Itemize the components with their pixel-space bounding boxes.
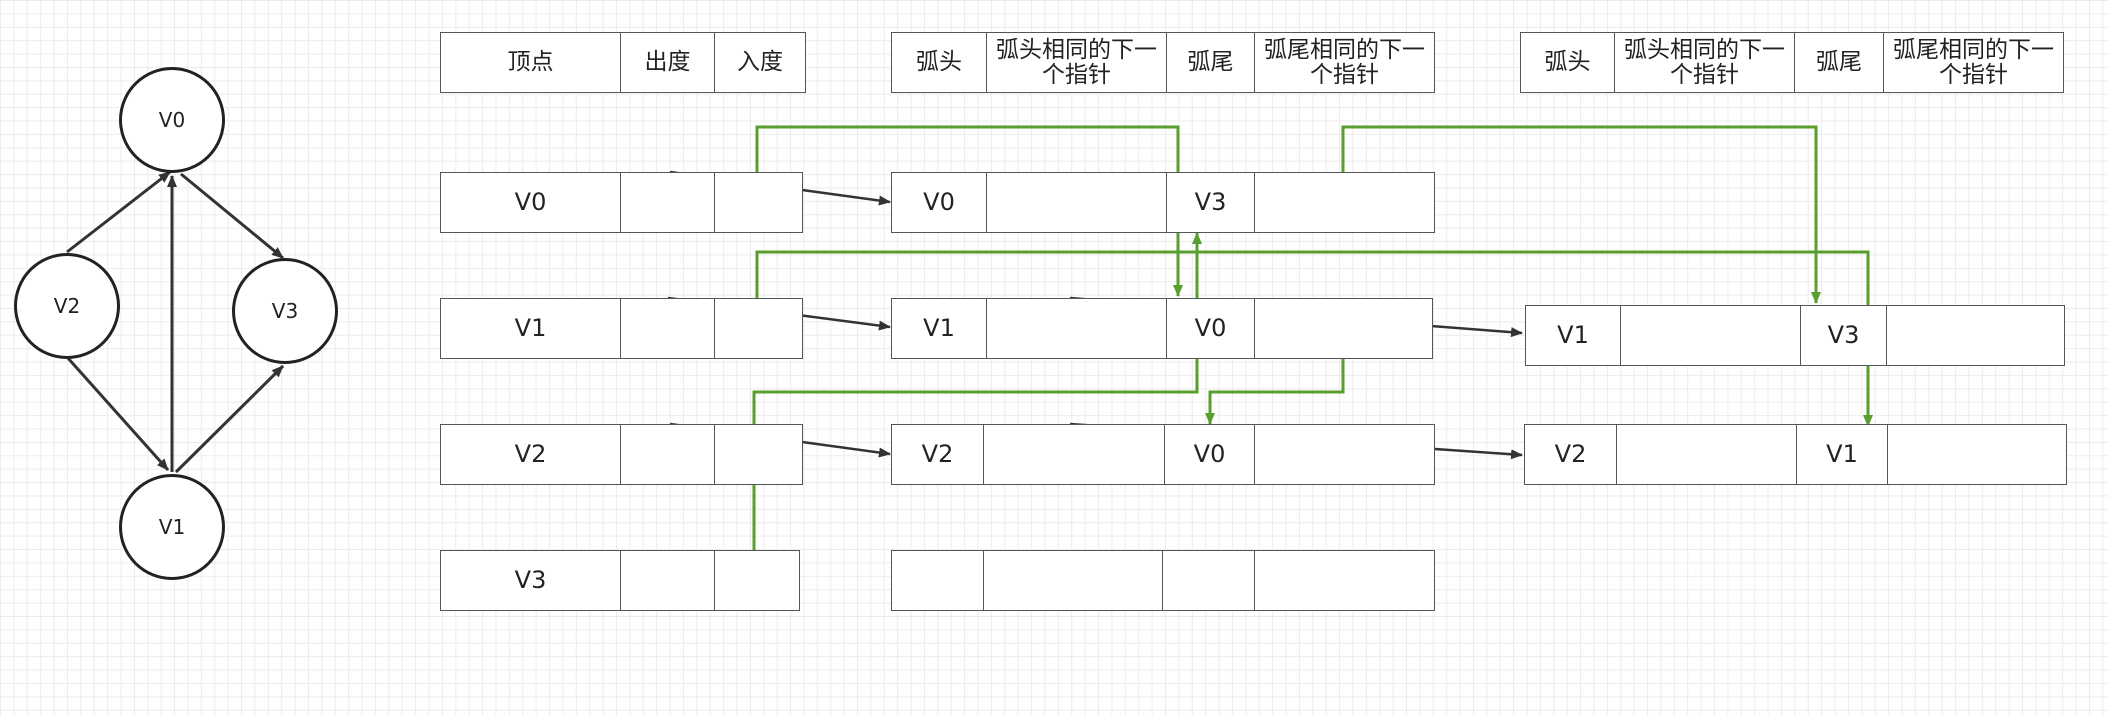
graph-node-v1: V1	[119, 474, 225, 580]
arc2-row0-tail-next	[1886, 305, 2065, 366]
vertex-header-outdegree: 出度	[620, 32, 715, 93]
vertex-row-v2-name: V2	[440, 424, 621, 485]
graph-node-label: V0	[158, 108, 186, 132]
arc2-row1-head-next	[1616, 424, 1797, 485]
vertex-header-vertex: 顶点	[440, 32, 621, 93]
arc1-row3-tail-next	[1254, 550, 1435, 611]
vertex-row-v2-out	[620, 424, 715, 485]
graph-node-v3: V3	[232, 258, 338, 364]
arc2-header-head: 弧头	[1520, 32, 1615, 93]
arc1-row1-head: V1	[891, 298, 987, 359]
graph-node-label: V1	[158, 515, 186, 539]
arc1-row0-head: V0	[891, 172, 987, 233]
arc2-row1-head: V2	[1524, 424, 1617, 485]
vertex-header-indegree: 入度	[714, 32, 806, 93]
arc1-row1-tail: V0	[1166, 298, 1255, 359]
arc2-row1-tail-next	[1887, 424, 2067, 485]
arc2-row1-tail: V1	[1796, 424, 1888, 485]
arc1-header-tail: 弧尾	[1166, 32, 1255, 93]
graph-node-label: V2	[53, 294, 81, 318]
arc1-row2-tail: V0	[1164, 424, 1255, 485]
vertex-row-v3-out	[620, 550, 715, 611]
arc1-row2-head: V2	[891, 424, 984, 485]
vertex-row-v2-in	[714, 424, 803, 485]
arc1-row3-head-next	[983, 550, 1163, 611]
arc1-header-head: 弧头	[891, 32, 987, 93]
graph-node-label: V3	[271, 299, 299, 323]
arc1-row1-tail-next	[1254, 298, 1433, 359]
graph-edge-v2-v1	[65, 356, 170, 471]
graph-node-v2: V2	[14, 253, 120, 359]
graph-edge-v1-v3	[174, 364, 285, 474]
arc2-header-head-next: 弧头相同的下一个指针	[1614, 32, 1795, 93]
arc2-header-tail: 弧尾	[1794, 32, 1884, 93]
vertex-row-v0-in	[714, 172, 803, 233]
vertex-row-v1-in	[714, 298, 803, 359]
arc1-row1-head-next	[986, 298, 1167, 359]
graph-edge-v2-v0	[66, 170, 171, 254]
arc2-header-tail-next: 弧尾相同的下一个指针	[1883, 32, 2064, 93]
graph-edge-v0-v3	[180, 172, 284, 260]
arc1-row0-tail-next	[1254, 172, 1435, 233]
vertex-row-v3-in	[714, 550, 800, 611]
vertex-row-v1-out	[620, 298, 715, 359]
arc1-header-tail-next: 弧尾相同的下一个指针	[1254, 32, 1435, 93]
vertex-row-v1-name: V1	[440, 298, 621, 359]
vertex-row-v0-name: V0	[440, 172, 621, 233]
arc1-row3-tail	[1162, 550, 1255, 611]
arc2-row0-head: V1	[1525, 305, 1621, 366]
arc1-row0-tail: V3	[1166, 172, 1255, 233]
headlink-arrow-4	[752, 232, 1202, 550]
vertex-row-v3-name: V3	[440, 550, 621, 611]
arc1-row0-head-next	[986, 172, 1167, 233]
headlink-arrow-5	[1205, 358, 1345, 425]
arc1-row2-tail-next	[1254, 424, 1435, 485]
arc1-row3-head	[891, 550, 984, 611]
graph-node-v0: V0	[119, 67, 225, 173]
arc1-row2-head-next	[983, 424, 1165, 485]
arc2-row0-head-next	[1620, 305, 1801, 366]
vertex-row-v0-out	[620, 172, 715, 233]
arc1-header-head-next: 弧头相同的下一个指针	[986, 32, 1167, 93]
arc2-row0-tail: V3	[1800, 305, 1887, 366]
